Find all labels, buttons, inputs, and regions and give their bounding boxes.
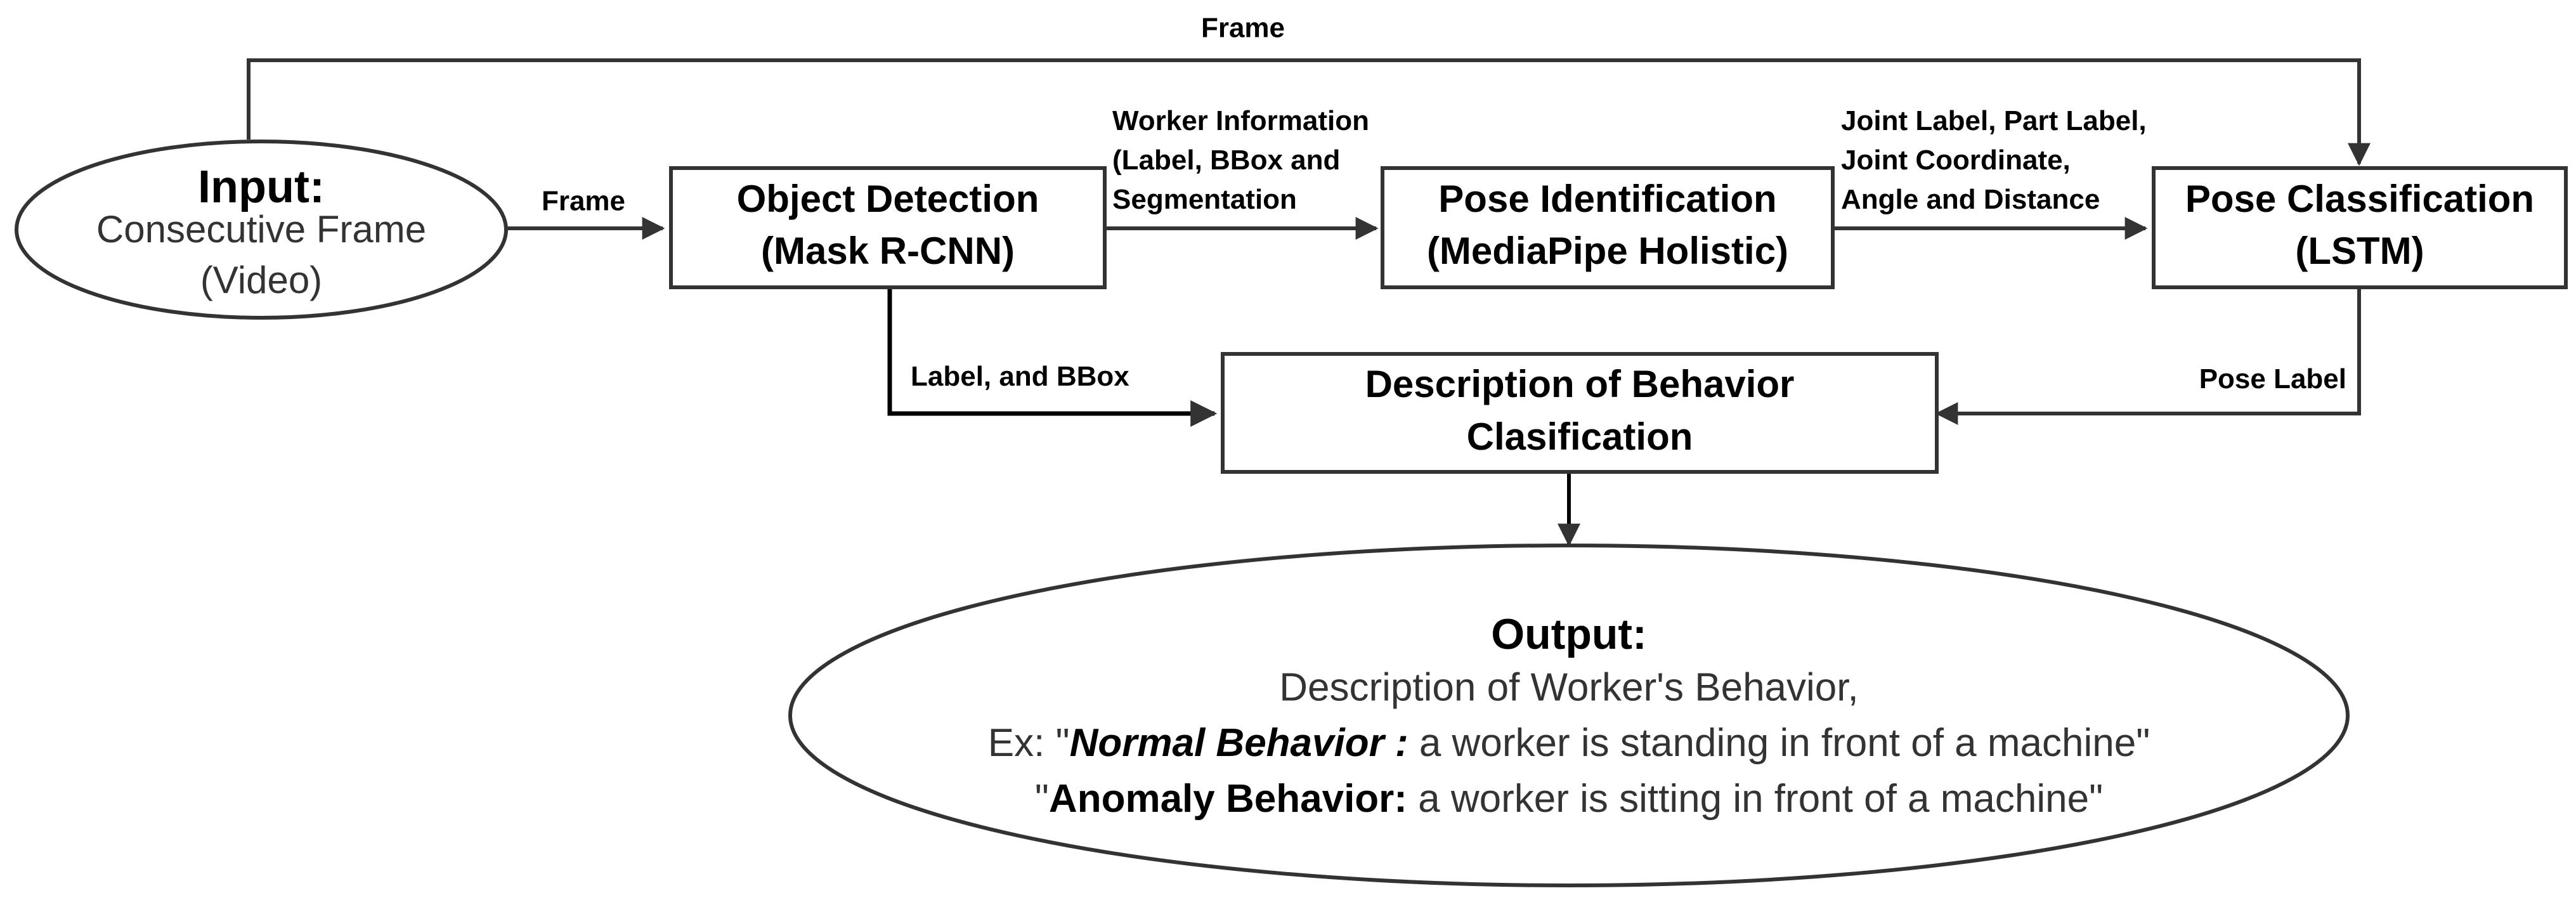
pose-classification-node: Pose Classification (LSTM): [2152, 166, 2568, 289]
pose-identification-node: Pose Identification (MediaPipe Holistic): [1381, 166, 1835, 289]
output-node: Output: Description of Worker's Behavior…: [788, 544, 2350, 887]
output-line3-prefix: ": [1035, 777, 1049, 821]
edge-object-detection-to-description: [887, 289, 1218, 427]
output-line2-rest: a worker is standing in front of a machi…: [1408, 721, 2150, 765]
output-title: Output:: [1491, 610, 1646, 658]
edge-label-joint-info-1: Joint Label, Part Label,: [1841, 105, 2147, 136]
edge-label-worker-info-1: Worker Information: [1112, 105, 1369, 136]
pose-identification-line1: Pose Identification: [1438, 178, 1776, 220]
pose-classification-line1: Pose Classification: [2185, 178, 2534, 220]
output-line3-rest: a worker is sitting in front of a machin…: [1407, 777, 2103, 821]
edge-label-worker-info-3: Segmentation: [1112, 184, 1297, 215]
input-node: Input: Consecutive Frame (Video): [15, 140, 508, 320]
output-line3-bold: Anomaly Behavior:: [1049, 777, 1407, 821]
edge-label-worker-info-2: (Label, BBox and: [1112, 145, 1340, 176]
output-line2: Ex: "Normal Behavior : a worker is stand…: [988, 721, 2150, 765]
output-line1: Description of Worker's Behavior,: [1279, 665, 1859, 709]
edge-label-joint-info-3: Angle and Distance: [1841, 184, 2100, 215]
object-detection-node: Object Detection (Mask R-CNN): [669, 166, 1107, 289]
edge-label-pose-label: Pose Label: [2199, 363, 2346, 395]
description-node: Description of Behavior Clasification: [1221, 352, 1939, 474]
description-line2: Clasification: [1467, 415, 1693, 458]
edge-label-frame-input: Frame: [542, 186, 625, 217]
output-line2-prefix: Ex: ": [988, 721, 1070, 765]
edge-label-label-bbox: Label, and BBox: [911, 361, 1129, 392]
edge-label-frame-top: Frame: [1201, 13, 1285, 44]
input-line2: (Video): [200, 259, 322, 301]
input-title: Input:: [198, 162, 325, 212]
object-detection-line2: (Mask R-CNN): [761, 230, 1015, 272]
edge-label-joint-info-2: Joint Coordinate,: [1841, 145, 2071, 176]
input-line1: Consecutive Frame: [96, 208, 426, 251]
pose-identification-line2: (MediaPipe Holistic): [1427, 230, 1788, 272]
pose-classification-line2: (LSTM): [2295, 230, 2424, 272]
description-line1: Description of Behavior: [1365, 363, 1795, 405]
object-detection-line1: Object Detection: [737, 178, 1039, 220]
edge-pose-classification-to-description: [1935, 289, 2361, 425]
output-line2-bold: Normal Behavior :: [1070, 721, 1408, 765]
edge-frame-top: [247, 58, 2371, 166]
output-line3: "Anomaly Behavior: a worker is sitting i…: [1035, 777, 2103, 821]
